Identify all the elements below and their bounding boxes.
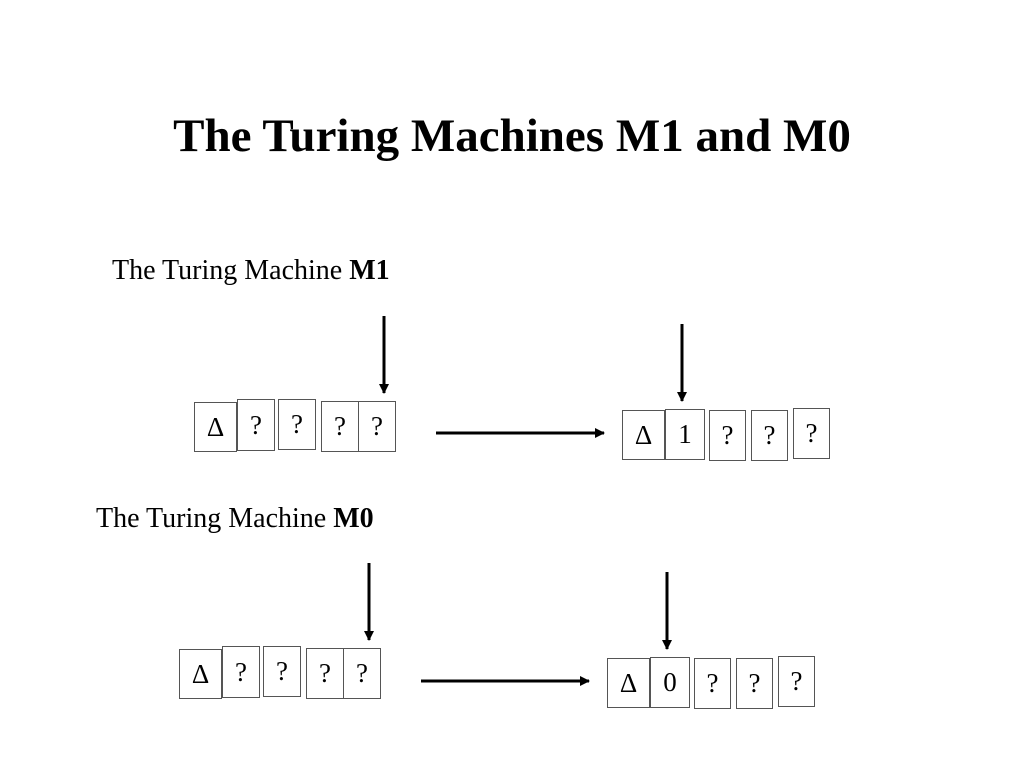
m0-before-cell-0: Δ: [179, 649, 222, 699]
m1-after-cell-2: ?: [709, 410, 746, 461]
m0-before-cell-4: ?: [343, 648, 381, 699]
m0-after-cell-4: ?: [778, 656, 815, 707]
m0-after-cell-3: ?: [736, 658, 773, 709]
m1-after-cell-0: Δ: [622, 410, 665, 460]
m1-after-cell-1: 1: [665, 409, 705, 460]
m0-after-cell-0: Δ: [607, 658, 650, 708]
m1-before-cell-4: ?: [358, 401, 396, 452]
m1-after-cell-4: ?: [793, 408, 830, 459]
m0-after-cell-2: ?: [694, 658, 731, 709]
m1-before-cell-2: ?: [278, 399, 316, 450]
m0-before-cell-3: ?: [306, 648, 344, 699]
machine-m1-label: The Turing Machine M1: [112, 255, 390, 286]
slide-title: The Turing Machines M1 and M0: [173, 110, 851, 162]
m0-before-cell-1: ?: [222, 646, 260, 698]
m1-before-cell-1: ?: [237, 399, 275, 451]
m1-before-cell-0: Δ: [194, 402, 237, 452]
machine-m0-label: The Turing Machine M0: [96, 503, 374, 534]
m0-before-cell-2: ?: [263, 646, 301, 697]
m0-after-cell-1: 0: [650, 657, 690, 708]
m1-before-cell-3: ?: [321, 401, 359, 452]
m1-after-cell-3: ?: [751, 410, 788, 461]
